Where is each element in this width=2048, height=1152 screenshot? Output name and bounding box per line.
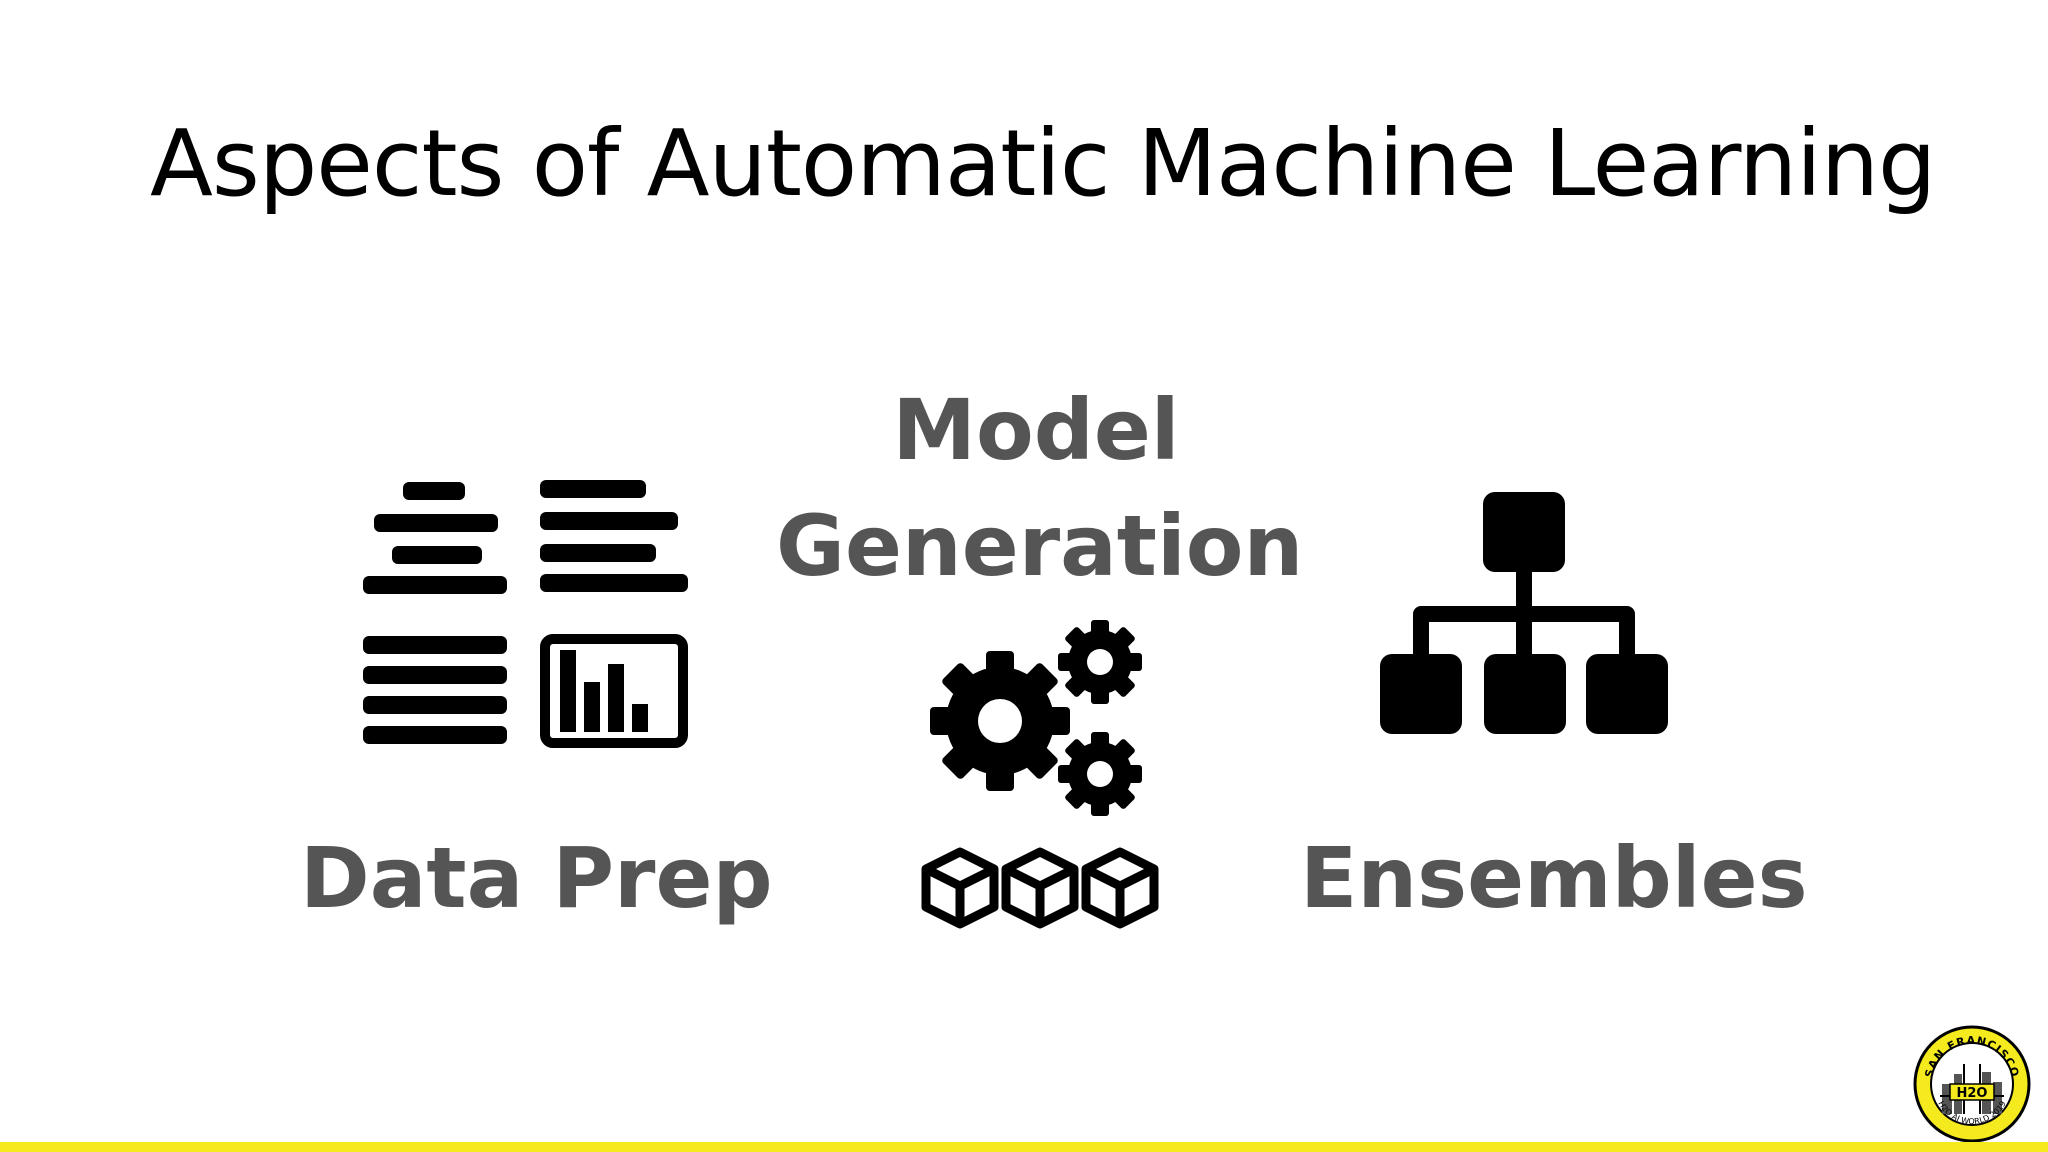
gears-cubes-icon — [921, 620, 1159, 929]
ensembles-label: Ensembles — [1300, 829, 1808, 927]
model-generation-label: Model Generation — [776, 381, 1304, 595]
badge-center-text: H2O — [1957, 1086, 1988, 1101]
accent-bar — [0, 1142, 2048, 1152]
h2o-ai-world-san-francisco-logo: H2O SAN FRANCISCO H2O AI WORLD 2019 — [1913, 1025, 2031, 1143]
data-prep-label: Data Prep — [300, 829, 773, 927]
hierarchy-tree-icon — [1380, 492, 1668, 734]
slide-title: Aspects of Automatic Machine Learning — [150, 110, 1936, 217]
data-table-chart-icon — [363, 480, 688, 748]
